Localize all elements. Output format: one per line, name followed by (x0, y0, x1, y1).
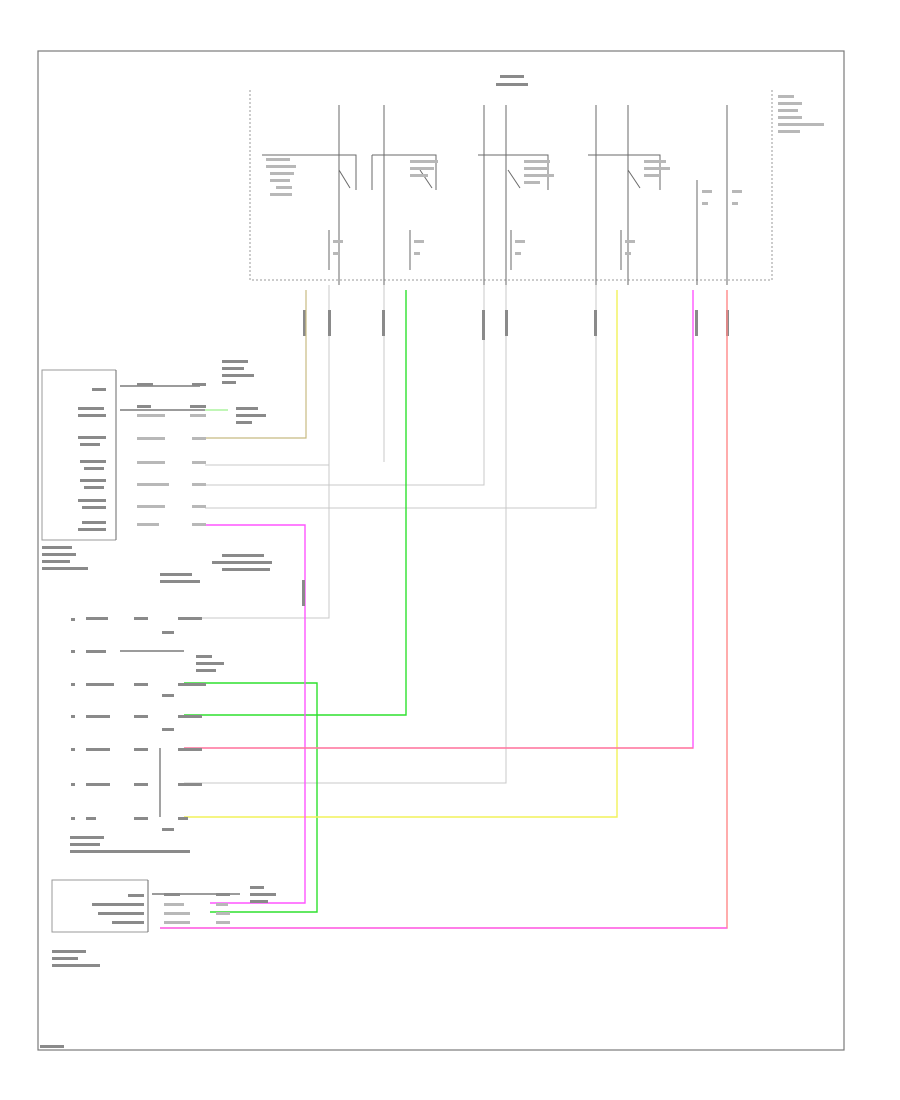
fuse-relay-block (249, 75, 824, 281)
footer-mark (40, 1045, 64, 1048)
wire-green-lower (184, 682, 318, 913)
page-frame (37, 50, 845, 1051)
left-module-top (41, 369, 117, 570)
relay-4 (588, 105, 670, 285)
wire-tan (205, 290, 307, 439)
wire-green-main (184, 290, 407, 716)
relay-2 (371, 105, 438, 285)
wire-yellow (184, 290, 618, 818)
splice-label-mid (160, 554, 305, 606)
left-module-bottom (51, 879, 276, 967)
wire-pink-bottom (160, 290, 728, 929)
wire-pink-left (205, 524, 306, 904)
relay-3 (478, 105, 554, 285)
fuses-right (696, 105, 742, 285)
module-pin-rows (120, 360, 266, 526)
wire-stubs (184, 285, 729, 784)
relay-1 (262, 105, 357, 285)
connector-rows (70, 617, 224, 853)
